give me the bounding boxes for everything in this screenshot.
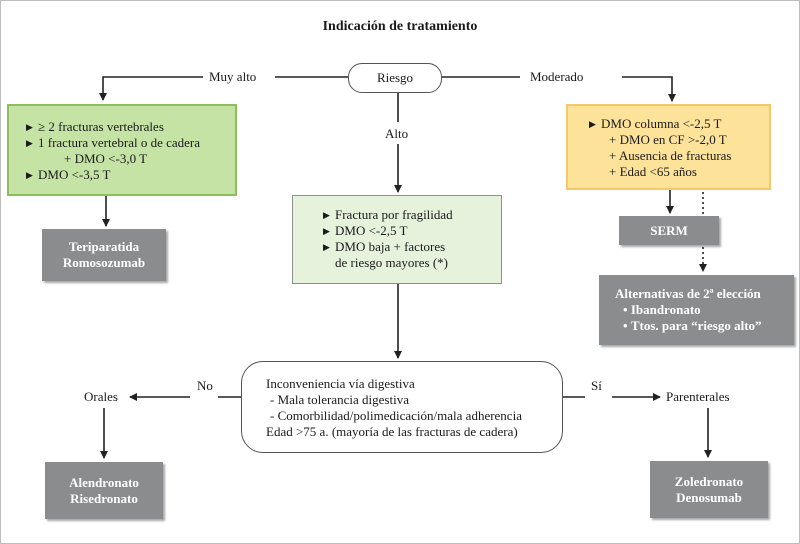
bullet-icon: ▶ [323, 226, 330, 236]
bullet-icon: ▶ [26, 138, 33, 148]
bullet-icon: ▶ [323, 242, 330, 252]
serm-box: SERM [619, 216, 719, 245]
criteria-text: Fractura por fragilidad [335, 207, 453, 222]
zoledronato-box: Zoledronato Denosumab [650, 461, 768, 518]
drug-name: Ttos. para “riesgo alto” [630, 318, 762, 333]
label-moderado: Moderado [530, 69, 584, 84]
muy-alto-criteria-box: ▶ ≥ 2 fracturas vertebrales ▶ 1 fractura v… [7, 104, 237, 196]
bullet-icon: ▶ [589, 119, 596, 129]
drug-name: Denosumab [676, 489, 742, 505]
criteria-text: DMO columna <-2,5 T [601, 116, 722, 131]
arrow-muy-alto-2 [99, 76, 203, 101]
drug-name: Teriparatida [68, 239, 140, 254]
condition-text: Edad >75 a. (mayoría de las fracturas de… [266, 424, 518, 439]
condition-text: Inconveniencia vía digestiva [266, 376, 415, 391]
criteria-text: + DMO <-3,0 T [64, 151, 148, 166]
criteria-text: 1 fractura vertebral o de cadera [38, 135, 201, 150]
label-muy-alto: Muy alto [209, 69, 257, 84]
label-si: Sí [591, 378, 602, 393]
condition-text: - Comorbilidad/polimedicación/mala adher… [270, 408, 522, 423]
alternativas-box: Alternativas de 2ª elección • Ibandronat… [599, 275, 794, 345]
drug-name: Risedronato [70, 490, 138, 506]
inconveniencia-box: Inconveniencia vía digestiva - Mala tole… [241, 361, 563, 453]
drug-name: Ibandronato [630, 302, 701, 317]
alternativas-title: Alternativas de 2ª elección [615, 286, 761, 301]
bullet-dot-icon: • [623, 302, 631, 317]
criteria-text: ≥ 2 fracturas vertebrales [38, 119, 164, 134]
criteria-text: + Edad <65 años [609, 164, 697, 179]
label-alto: Alto [385, 126, 409, 141]
riesgo-label: Riesgo [376, 70, 414, 85]
teriparatida-box: Teriparatida Romosozumab [42, 229, 166, 281]
criteria-text: DMO <-2,5 T [335, 223, 408, 238]
drug-name: SERM [650, 222, 688, 238]
drug-name: Zoledronato [674, 473, 744, 489]
alto-criteria-box: ▶ Fractura por fragilidad ▶ DMO <-2,5 T ▶ D… [292, 195, 502, 284]
moderado-criteria-box: ▶ DMO columna <-2,5 T + DMO en CF >-2,0 T… [566, 104, 771, 190]
bullet-icon: ▶ [26, 170, 33, 180]
label-parenterales: Parenterales [666, 389, 730, 404]
criteria-text: de riesgo mayores (*) [335, 255, 448, 270]
riesgo-node: Riesgo [348, 63, 442, 93]
arrow-moderado-2 [622, 76, 676, 102]
alendronato-box: Alendronato Risedronato [45, 462, 163, 519]
diagram-title: Indicación de tratamiento [322, 19, 478, 34]
condition-text: - Mala tolerancia digestiva [270, 392, 409, 407]
criteria-text: + DMO en CF >-2,0 T [609, 132, 727, 147]
bullet-dot-icon: • [623, 318, 631, 333]
drug-name: Romosozumab [62, 255, 146, 270]
criteria-text: + Ausencia de fracturas [609, 148, 732, 163]
bullet-icon: ▶ [26, 122, 33, 132]
drug-name: Alendronato [69, 474, 139, 490]
criteria-text: DMO baja + factores [335, 239, 446, 254]
bullet-icon: ▶ [323, 210, 330, 220]
label-no: No [197, 378, 213, 393]
criteria-text: DMO <-3,5 T [38, 167, 111, 182]
label-orales: Orales [84, 389, 118, 404]
